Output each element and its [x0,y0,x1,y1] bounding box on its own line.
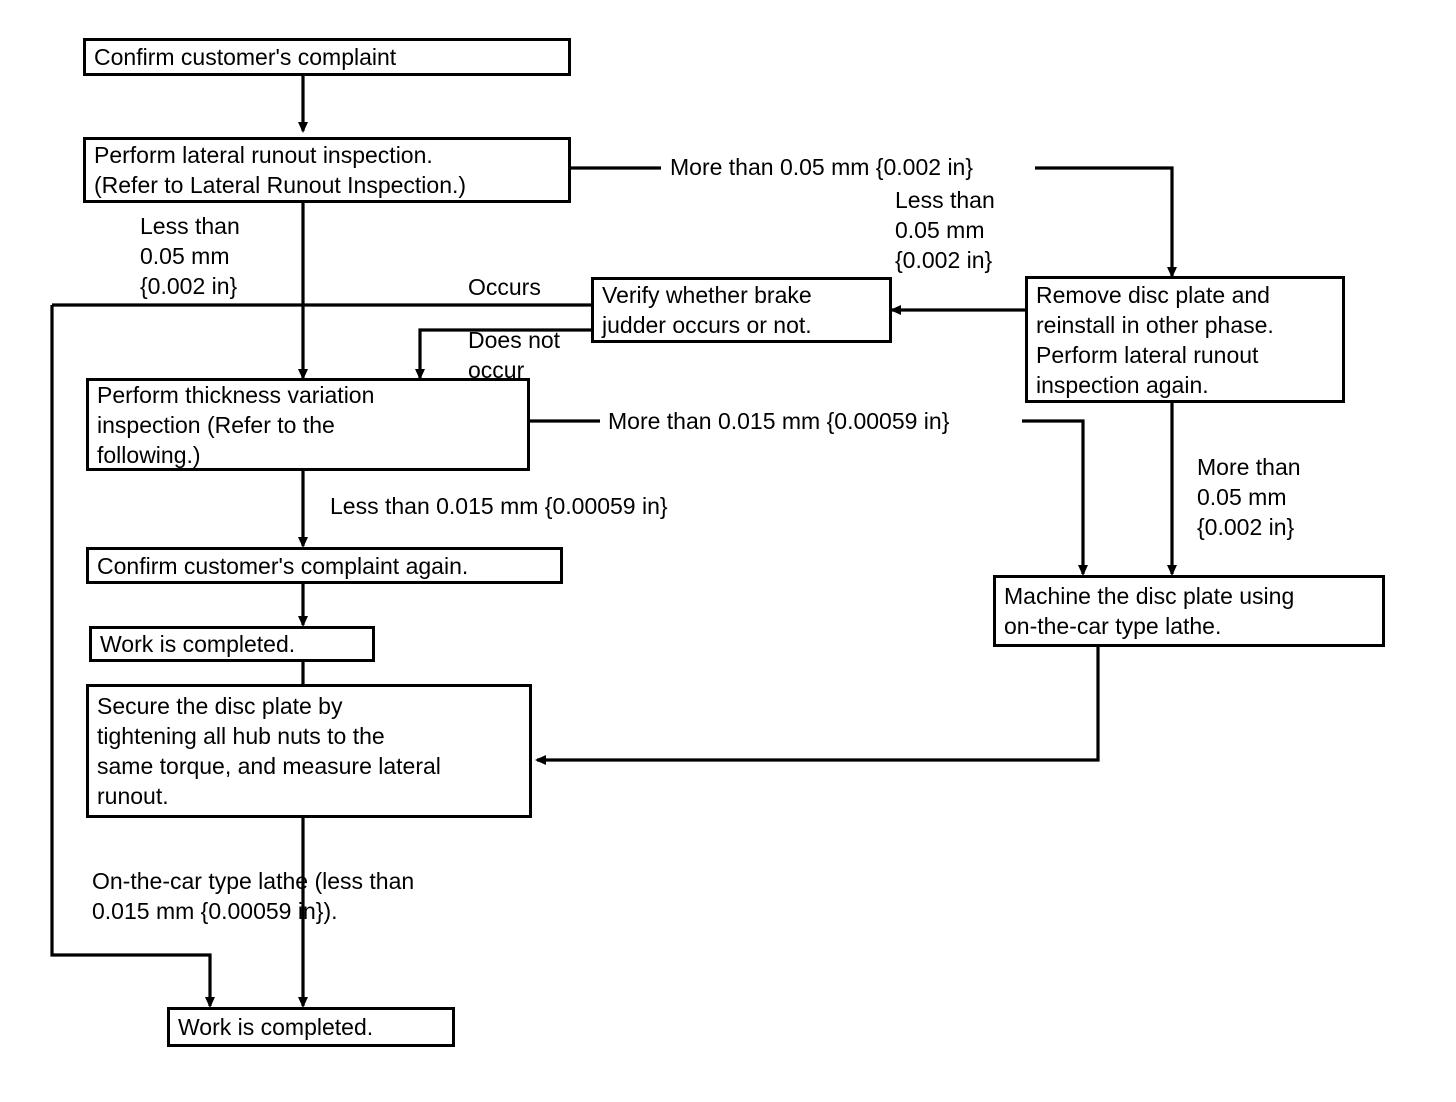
label-on-the-car-lathe: On-the-car type lathe (less than 0.015 m… [92,868,415,924]
node-machine-disc-plate[interactable]: Machine the disc plate using on-the-car … [993,575,1385,647]
edge-morethan005-to-remove [1035,166,1177,278]
node-work-completed-mid-label: Work is completed. [100,631,296,657]
label-more-than-005-right: More than 0.05 mm {0.002 in} [1197,454,1301,540]
node-work-completed-end-label: Work is completed. [178,1014,374,1040]
node-thickness-variation-label: Perform thickness variation inspection (… [97,381,375,468]
node-verify-judder-label: Verify whether brake judder occurs or no… [602,282,812,338]
node-confirm-complaint-label: Confirm customer's complaint [94,44,397,70]
node-confirm-complaint-again-label: Confirm customer's complaint again. [97,552,469,579]
node-thickness-variation[interactable]: Perform thickness variation inspection (… [86,378,530,471]
node-confirm-complaint[interactable]: Confirm customer's complaint [83,38,571,76]
label-occurs: Occurs [468,274,541,300]
node-secure-disc-plate-label: Secure the disc plate by tightening all … [97,693,441,809]
label-more-than-0015: More than 0.015 mm {0.00059 in} [608,408,950,434]
edge-doesnotoccur-to-thickness [415,328,591,380]
node-verify-judder[interactable]: Verify whether brake judder occurs or no… [591,277,892,343]
edge-machine-to-secure [535,647,1100,765]
edge-left-rail-to-work-completed [50,305,215,1008]
node-confirm-complaint-again[interactable]: Confirm customer's complaint again. [86,547,563,584]
edge-morethan0015-to-machine [1022,419,1088,576]
node-lateral-runout-label: Perform lateral runout inspection. (Refe… [94,142,467,198]
label-does-not-occur: Does not occur [468,327,561,383]
node-work-completed-mid[interactable]: Work is completed. [89,626,375,662]
label-less-than-0015: Less than 0.015 mm {0.00059 in} [330,493,668,519]
node-work-completed-end[interactable]: Work is completed. [167,1007,455,1047]
node-remove-disc-plate-label: Remove disc plate and reinstall in other… [1036,281,1274,398]
node-machine-disc-plate-label: Machine the disc plate using on-the-car … [1004,583,1295,639]
node-remove-disc-plate[interactable]: Remove disc plate and reinstall in other… [1025,276,1345,403]
label-less-than-005-right: Less than 0.05 mm {0.002 in} [895,187,995,273]
node-lateral-runout[interactable]: Perform lateral runout inspection. (Refe… [83,137,571,203]
label-more-than-005-top: More than 0.05 mm {0.002 in} [670,154,974,180]
node-secure-disc-plate[interactable]: Secure the disc plate by tightening all … [86,684,532,818]
label-less-than-005-left: Less than 0.05 mm {0.002 in} [140,213,240,299]
